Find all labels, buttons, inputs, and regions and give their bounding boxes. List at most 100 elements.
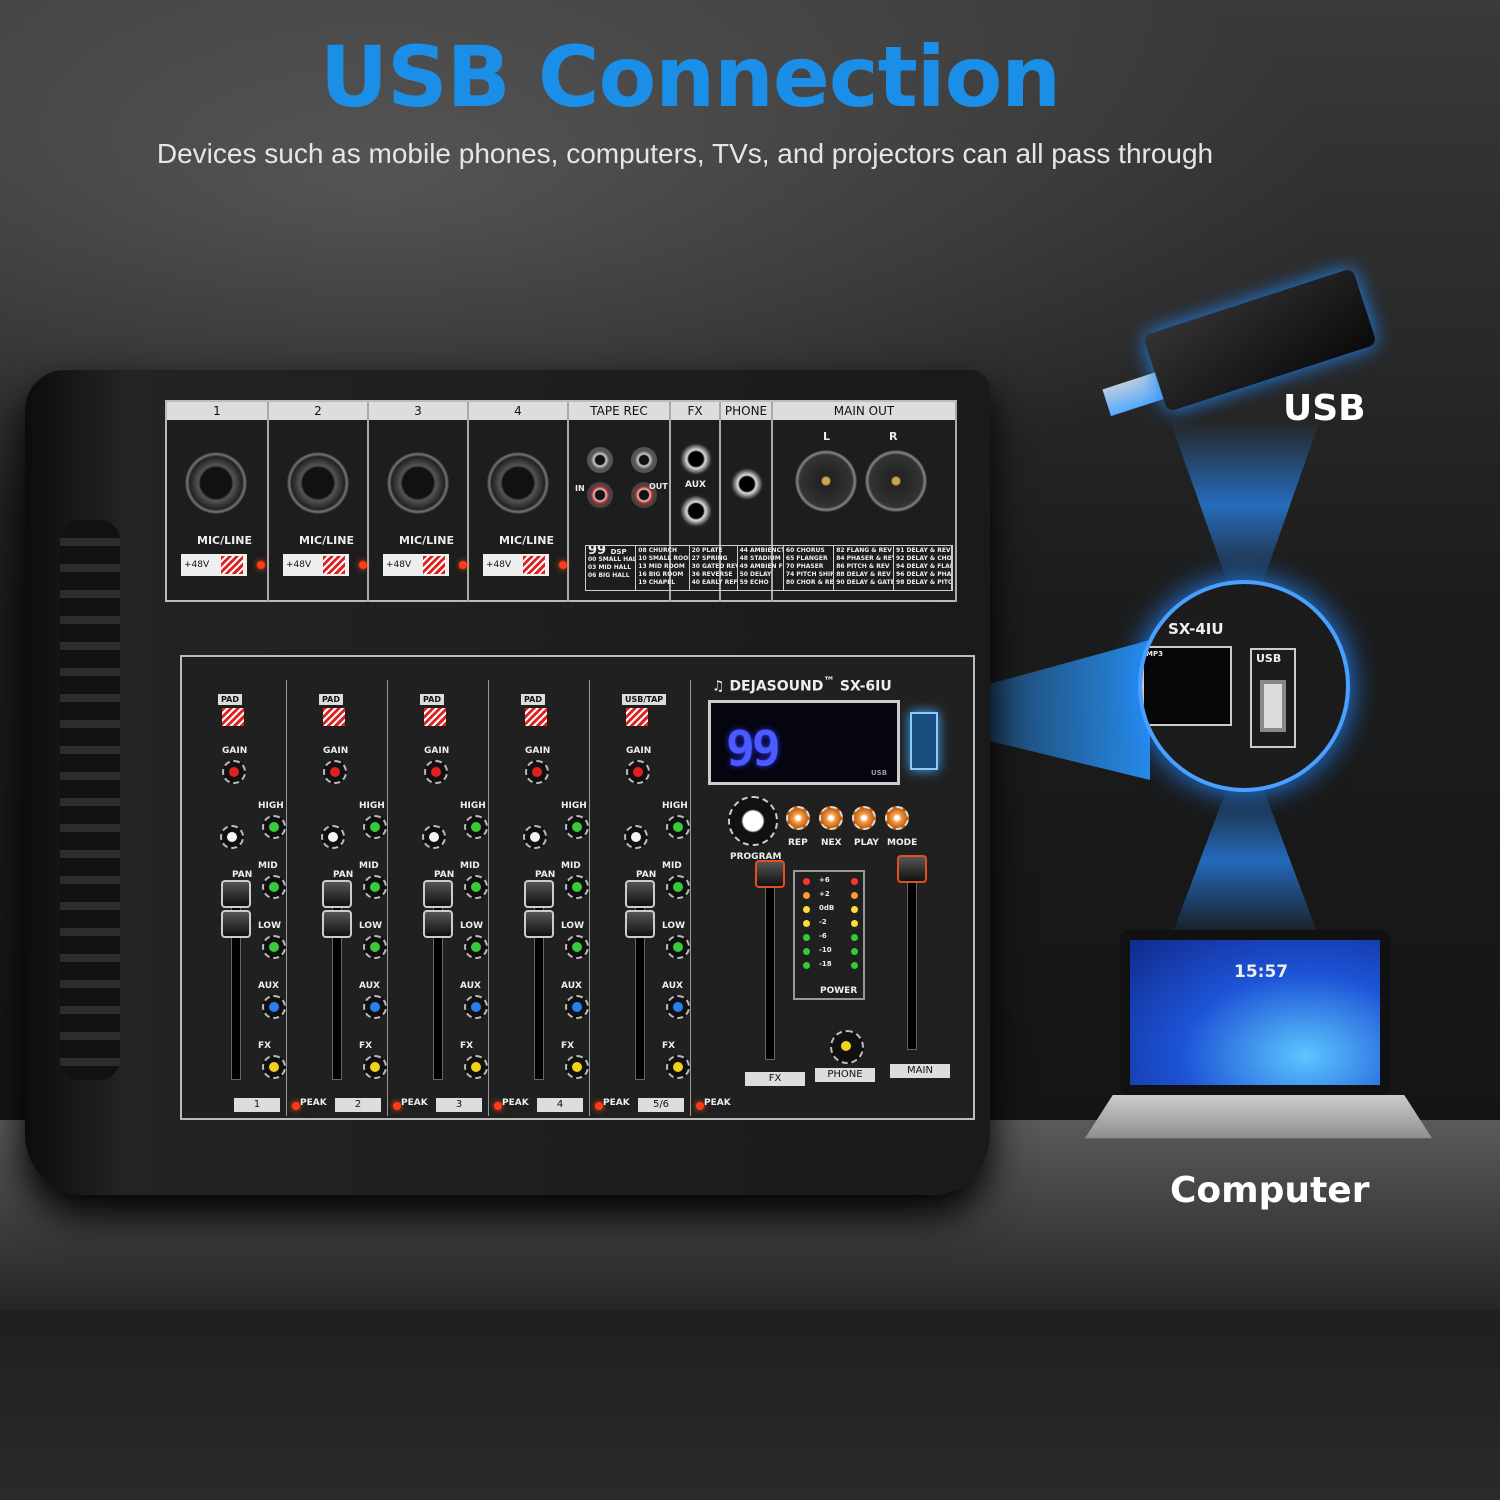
channel-fader[interactable] <box>221 880 251 908</box>
channel-fader-cap-lower <box>524 910 554 938</box>
fx-knob[interactable] <box>666 1055 690 1079</box>
gain-knob[interactable] <box>525 760 549 784</box>
channel-fader[interactable] <box>625 880 655 908</box>
pad-button[interactable] <box>222 708 244 726</box>
low-knob[interactable] <box>565 935 589 959</box>
fx-label: FX <box>561 1041 575 1051</box>
phone-knob[interactable] <box>830 1030 864 1064</box>
channel-fader-cap-lower <box>322 910 352 938</box>
pan-label: PAN <box>535 870 556 880</box>
channel-fader-cap-lower <box>423 910 453 938</box>
low-knob[interactable] <box>464 935 488 959</box>
channel-fader[interactable] <box>322 880 352 908</box>
fx-knob[interactable] <box>363 1055 387 1079</box>
aux-knob[interactable] <box>565 995 589 1019</box>
low-knob[interactable] <box>363 935 387 959</box>
low-knob[interactable] <box>666 935 690 959</box>
high-knob[interactable] <box>565 815 589 839</box>
gain-knob[interactable] <box>222 760 246 784</box>
aux-knob[interactable] <box>464 995 488 1019</box>
mode-button[interactable] <box>885 806 909 830</box>
pad-button[interactable] <box>626 708 648 726</box>
pan-knob[interactable] <box>220 825 244 849</box>
effect-item: 96 DELAY & PHAS <box>896 571 952 578</box>
mid-knob[interactable] <box>363 875 387 899</box>
pad-label: PAD <box>420 694 444 705</box>
aux-knob[interactable] <box>666 995 690 1019</box>
rep-button[interactable] <box>786 806 810 830</box>
pad-button[interactable] <box>525 708 547 726</box>
gain-label: GAIN <box>222 746 248 756</box>
phantom-power-button[interactable] <box>221 556 243 574</box>
aux-label: AUX <box>460 981 481 991</box>
mic-line-label: MIC/LINE <box>399 534 454 547</box>
main-out-l-jack[interactable] <box>795 450 857 512</box>
mid-knob[interactable] <box>262 875 286 899</box>
low-label: LOW <box>460 921 483 931</box>
phantom-power-button[interactable] <box>523 556 545 574</box>
peak-label: PEAK <box>704 1098 731 1108</box>
low-knob[interactable] <box>262 935 286 959</box>
play-button[interactable] <box>852 806 876 830</box>
rca-jack[interactable] <box>587 482 613 508</box>
gain-knob[interactable] <box>424 760 448 784</box>
section-header: FX <box>671 402 719 420</box>
fx-knob[interactable] <box>565 1055 589 1079</box>
high-knob[interactable] <box>666 815 690 839</box>
rca-jack[interactable] <box>587 447 613 473</box>
gain-knob[interactable] <box>323 760 347 784</box>
pad-button[interactable] <box>424 708 446 726</box>
high-knob[interactable] <box>262 815 286 839</box>
peak-led <box>696 1102 704 1110</box>
meter-label: +2 <box>819 890 830 898</box>
combo-input-jack[interactable] <box>387 452 449 514</box>
low-label: LOW <box>662 921 685 931</box>
dsp-display: 99 USB <box>708 700 900 785</box>
main-fader[interactable] <box>897 855 927 883</box>
fx-jack[interactable] <box>679 442 713 476</box>
mid-knob[interactable] <box>666 875 690 899</box>
effect-item: 06 BIG HALL <box>588 572 630 579</box>
rca-jack[interactable] <box>631 482 657 508</box>
pan-knob[interactable] <box>422 825 446 849</box>
rca-jack[interactable] <box>631 447 657 473</box>
combo-input-jack[interactable] <box>487 452 549 514</box>
gain-label: GAIN <box>525 746 551 756</box>
pan-knob[interactable] <box>523 825 547 849</box>
gain-knob[interactable] <box>626 760 650 784</box>
peak-led <box>494 1102 502 1110</box>
channel-number: 5/6 <box>638 1098 684 1112</box>
pan-knob[interactable] <box>624 825 648 849</box>
usb-port[interactable] <box>910 712 938 770</box>
phone-jack[interactable] <box>730 467 764 501</box>
phantom-power-button[interactable] <box>423 556 445 574</box>
pan-knob[interactable] <box>321 825 345 849</box>
fx-label: FX <box>662 1041 676 1051</box>
effect-item: 86 PITCH & REV <box>836 563 890 570</box>
high-knob[interactable] <box>363 815 387 839</box>
pad-button[interactable] <box>323 708 345 726</box>
mid-knob[interactable] <box>464 875 488 899</box>
pad-label: PAD <box>521 694 545 705</box>
phantom-power-button[interactable] <box>323 556 345 574</box>
aux-knob[interactable] <box>363 995 387 1019</box>
channel-fader[interactable] <box>524 880 554 908</box>
high-label: HIGH <box>359 801 385 811</box>
main-out-r-jack[interactable] <box>865 450 927 512</box>
fx-knob[interactable] <box>262 1055 286 1079</box>
nex-button[interactable] <box>819 806 843 830</box>
high-label: HIGH <box>258 801 284 811</box>
fx-knob[interactable] <box>464 1055 488 1079</box>
mid-knob[interactable] <box>565 875 589 899</box>
high-knob[interactable] <box>464 815 488 839</box>
channel-fader[interactable] <box>423 880 453 908</box>
program-knob[interactable] <box>728 796 778 846</box>
aux-jack[interactable] <box>679 494 713 528</box>
fx-fader[interactable] <box>755 860 785 888</box>
combo-input-jack[interactable] <box>287 452 349 514</box>
rep-label: REP <box>788 838 808 848</box>
combo-input-jack[interactable] <box>185 452 247 514</box>
meter-led <box>851 948 858 955</box>
aux-knob[interactable] <box>262 995 286 1019</box>
